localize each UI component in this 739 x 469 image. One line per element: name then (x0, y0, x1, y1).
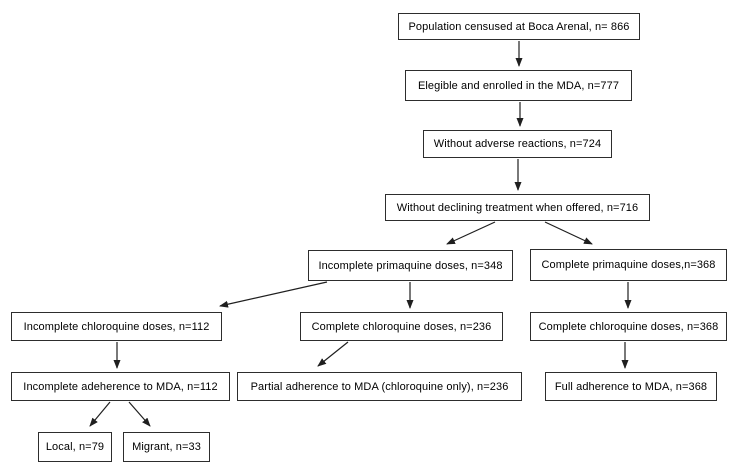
node-population: Population censused at Boca Arenal, n= 8… (398, 13, 640, 40)
node-full-adherence: Full adherence to MDA, n=368 (545, 372, 717, 401)
arrow-no-declining-to-complete-primaquine (544, 221, 593, 245)
arrow-incomplete-adherence-to-migrant (128, 401, 151, 427)
arrow-complete-chloroquine-236-to-partial-adherence (317, 341, 349, 367)
arrow-incomplete-primaquine-to-incomplete-chloroquine (219, 281, 328, 308)
node-incomplete-adherence: Incomplete adeherence to MDA, n=112 (11, 372, 230, 401)
node-eligible: Elegible and enrolled in the MDA, n=777 (405, 70, 632, 101)
arrow-no-declining-to-incomplete-primaquine (446, 221, 496, 245)
node-no-declining: Without declining treatment when offered… (385, 194, 650, 221)
node-complete-chloroquine-368: Complete chloroquine doses, n=368 (530, 312, 727, 341)
node-partial-adherence: Partial adherence to MDA (chloroquine on… (237, 372, 522, 401)
node-local: Local, n=79 (38, 432, 112, 462)
node-incomplete-primaquine: Incomplete primaquine doses, n=348 (308, 250, 513, 281)
node-migrant: Migrant, n=33 (123, 432, 210, 462)
node-complete-chloroquine-236: Complete chloroquine doses, n=236 (300, 312, 503, 341)
node-no-adverse: Without adverse reactions, n=724 (423, 130, 612, 158)
node-incomplete-chloroquine: Incomplete chloroquine doses, n=112 (11, 312, 222, 341)
arrow-incomplete-adherence-to-local (89, 401, 111, 427)
node-complete-primaquine: Complete primaquine doses,n=368 (530, 249, 727, 281)
